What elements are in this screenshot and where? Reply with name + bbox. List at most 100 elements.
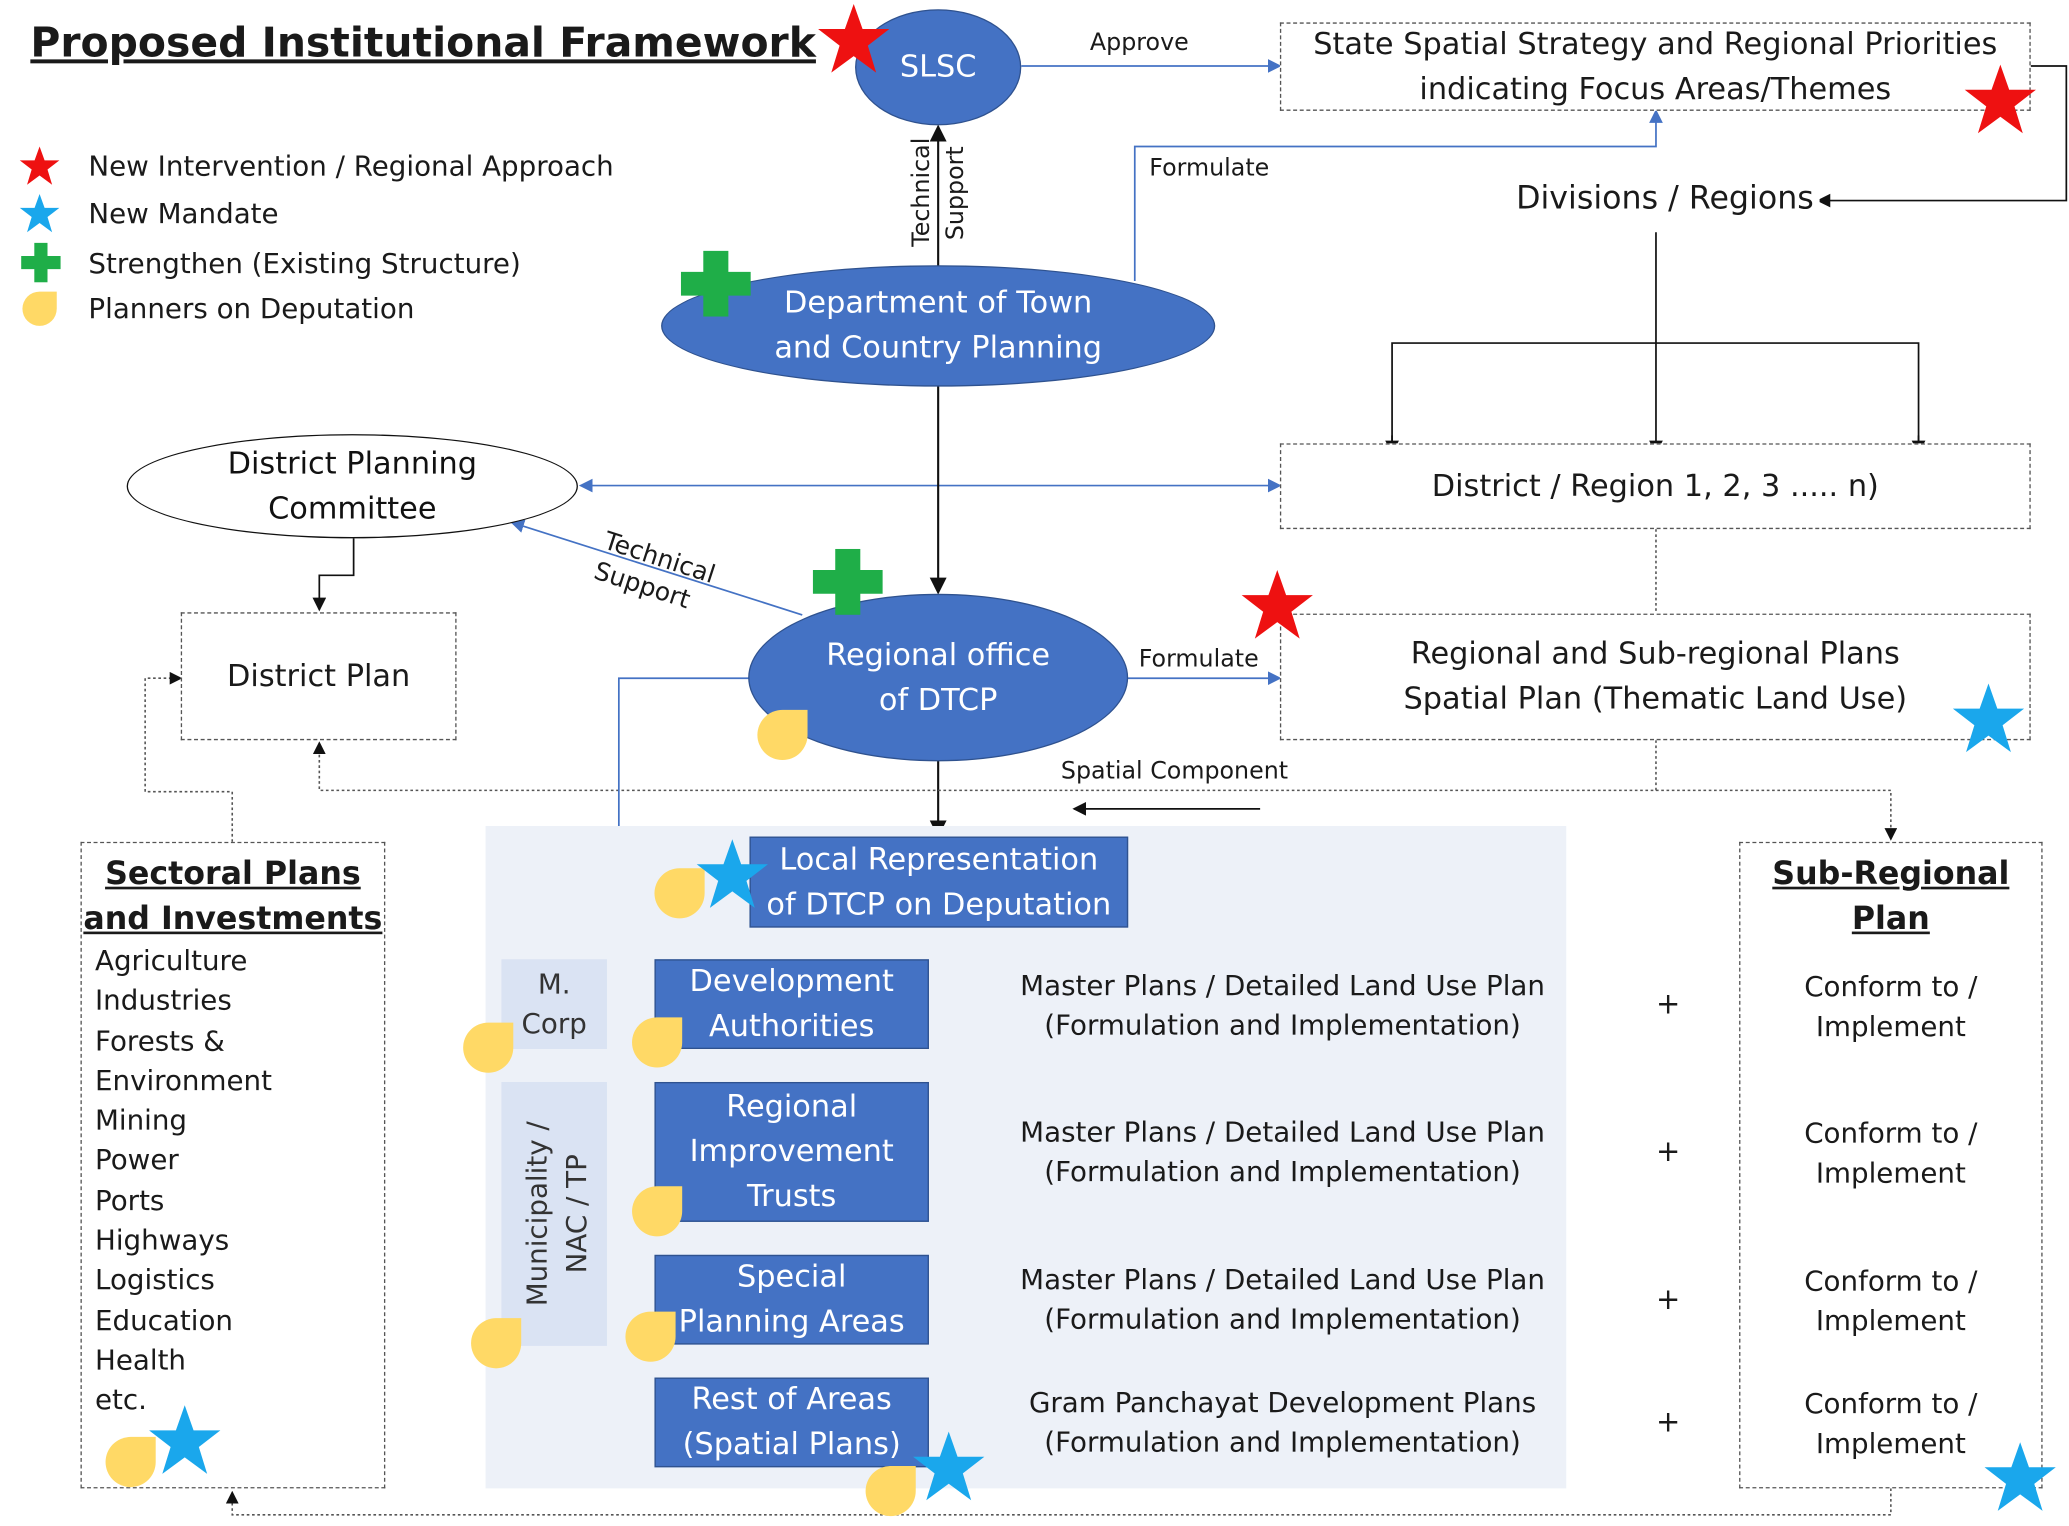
sub-regional-heading-line: Plan <box>1851 899 1930 937</box>
legend-label: Planners on Deputation <box>88 292 415 325</box>
yellow-drop-icon <box>654 868 705 919</box>
conform-line: Conform to / <box>1804 1117 1978 1150</box>
plan-line: (Formulation and Implementation) <box>1044 1426 1521 1459</box>
conform-text: Conform to / Implement <box>1740 967 2041 1046</box>
local-rep-line: Local Representation <box>779 842 1099 877</box>
yellow-drop-icon <box>632 1186 683 1237</box>
m-corp-box: M. Corp <box>501 959 607 1050</box>
yellow-drop-icon <box>632 1017 683 1068</box>
plan-line: Master Plans / Detailed Land Use Plan <box>1020 1116 1545 1148</box>
sectoral-heading-line: and Investments <box>83 899 383 937</box>
regional-improvement-trusts-box: Regional Improvement Trusts <box>654 1081 929 1222</box>
sub-regional-heading: Sub-Regional Plan <box>1740 851 2041 941</box>
conform-text: Conform to / Implement <box>1740 1114 2041 1193</box>
sector-item: Logistics <box>95 1264 215 1297</box>
sector-item: Ports <box>95 1184 165 1217</box>
plan-text: Master Plans / Detailed Land Use Plan (F… <box>1003 966 1562 1045</box>
municipality-box: Municipality / NAC / TP <box>501 1081 607 1346</box>
development-authorities-box: Development Authorities <box>654 959 929 1050</box>
municipality-label: Municipality / NAC / TP <box>517 1100 596 1327</box>
agency-line: Regional <box>726 1089 858 1125</box>
yellow-drop-icon <box>105 1436 156 1488</box>
legend-label: New Intervention / Regional Approach <box>88 150 614 183</box>
conform-line: Implement <box>1815 1427 1966 1460</box>
yellow-drop-icon <box>463 1022 514 1073</box>
conform-text: Conform to / Implement <box>1740 1384 2041 1463</box>
conform-text: Conform to / Implement <box>1740 1261 2041 1340</box>
dtcp-line: and Country Planning <box>774 331 1103 366</box>
sector-item: Forests & <box>95 1024 225 1057</box>
state-strategy-line: State Spatial Strategy and Regional Prio… <box>1313 27 1998 62</box>
agency-line: Trusts <box>747 1179 837 1214</box>
yellow-drop-icon <box>625 1311 676 1362</box>
plus-sign: + <box>1655 1406 1681 1440</box>
plan-line: (Formulation and Implementation) <box>1044 1009 1521 1042</box>
agency-line: Planning Areas <box>678 1304 905 1340</box>
regional-office-node: Regional office of DTCP <box>748 593 1129 762</box>
agency-line: Development <box>689 964 894 999</box>
rest-of-areas-box: Rest of Areas (Spatial Plans) <box>654 1377 929 1468</box>
sub-regional-plan-box: Sub-Regional Plan Conform to / Implement… <box>1739 841 2043 1489</box>
conform-line: Conform to / <box>1804 971 1978 1003</box>
municipality-line: NAC / TP <box>560 1154 593 1274</box>
municipality-line: Municipality / <box>521 1121 553 1307</box>
plus-sign: + <box>1655 988 1681 1022</box>
technical-support-label: Technical Support <box>905 132 974 253</box>
blue-star-icon <box>149 1405 221 1474</box>
plan-line: Master Plans / Detailed Land Use Plan <box>1020 1264 1545 1296</box>
red-star-icon <box>19 146 60 185</box>
dpc-line: District Planning <box>227 446 477 481</box>
sectoral-heading-line: Sectoral Plans <box>105 855 361 892</box>
m-corp-line: Corp <box>521 1008 587 1040</box>
formulate-label-mid: Formulate <box>1138 645 1259 673</box>
sector-item: Agriculture <box>95 944 248 977</box>
state-strategy-line: indicating Focus Areas/Themes <box>1419 71 1892 107</box>
plan-line: Gram Panchayat Development Plans <box>1028 1386 1537 1419</box>
plan-text: Master Plans / Detailed Land Use Plan (F… <box>1003 1260 1562 1339</box>
dtcp-line: Department of Town <box>784 286 1093 321</box>
tech-support-word: Support <box>942 145 970 240</box>
regional-plans-line: Regional and Sub-regional Plans <box>1410 637 1900 672</box>
state-strategy-box: State Spatial Strategy and Regional Prio… <box>1279 22 2031 111</box>
legend-label: Strengthen (Existing Structure) <box>88 248 521 280</box>
conform-line: Implement <box>1815 1304 1966 1337</box>
agency-line: Special <box>737 1260 847 1295</box>
blue-star-icon <box>1952 683 2025 753</box>
agency-line: Authorities <box>708 1009 875 1044</box>
tech-support-word: Technical <box>907 138 936 248</box>
spatial-component-label: Spatial Component <box>1060 757 1289 786</box>
sector-item: Environment <box>95 1064 272 1097</box>
slsc-node: SLSC <box>855 9 1022 126</box>
conform-line: Implement <box>1815 1010 1966 1043</box>
blue-star-icon <box>1984 1442 2056 1511</box>
plan-line: Master Plans / Detailed Land Use Plan <box>1020 969 1545 1002</box>
plan-text: Master Plans / Detailed Land Use Plan (F… <box>1003 1112 1562 1191</box>
agency-line: (Spatial Plans) <box>682 1427 901 1463</box>
regional-plans-box: Regional and Sub-regional Plans Spatial … <box>1279 613 2031 741</box>
district-region-box: District / Region 1, 2, 3 ..... n) <box>1279 443 2031 530</box>
regional-plans-line: Spatial Plan (Thematic Land Use) <box>1403 682 1908 717</box>
sectoral-heading: Sectoral Plans and Investments <box>82 851 384 941</box>
green-cross-icon <box>680 250 751 317</box>
agency-line: Rest of Areas <box>691 1382 892 1418</box>
red-star-icon <box>1964 64 2036 134</box>
yellow-drop-icon <box>757 709 808 761</box>
plus-sign: + <box>1655 1136 1681 1170</box>
dtcp-department-node: Department of Town and Country Planning <box>661 265 1216 387</box>
dpc-line: Committee <box>268 491 437 526</box>
approve-label: Approve <box>1089 29 1189 57</box>
local-representation-box: Local Representation of DTCP on Deputati… <box>749 836 1129 928</box>
red-star-icon <box>818 3 890 73</box>
yellow-drop-icon <box>865 1465 916 1517</box>
green-cross-icon <box>812 548 883 615</box>
blue-star-icon <box>913 1431 985 1501</box>
sector-item: etc. <box>95 1384 147 1417</box>
green-cross-icon <box>21 242 61 283</box>
divisions-label: Divisions / Regions <box>1510 179 1820 217</box>
special-planning-areas-box: Special Planning Areas <box>654 1254 929 1345</box>
local-rep-line: of DTCP on Deputation <box>766 887 1112 922</box>
sub-regional-heading-line: Sub-Regional <box>1772 855 2010 892</box>
plan-line: (Formulation and Implementation) <box>1044 1155 1521 1188</box>
plus-sign: + <box>1655 1283 1681 1317</box>
